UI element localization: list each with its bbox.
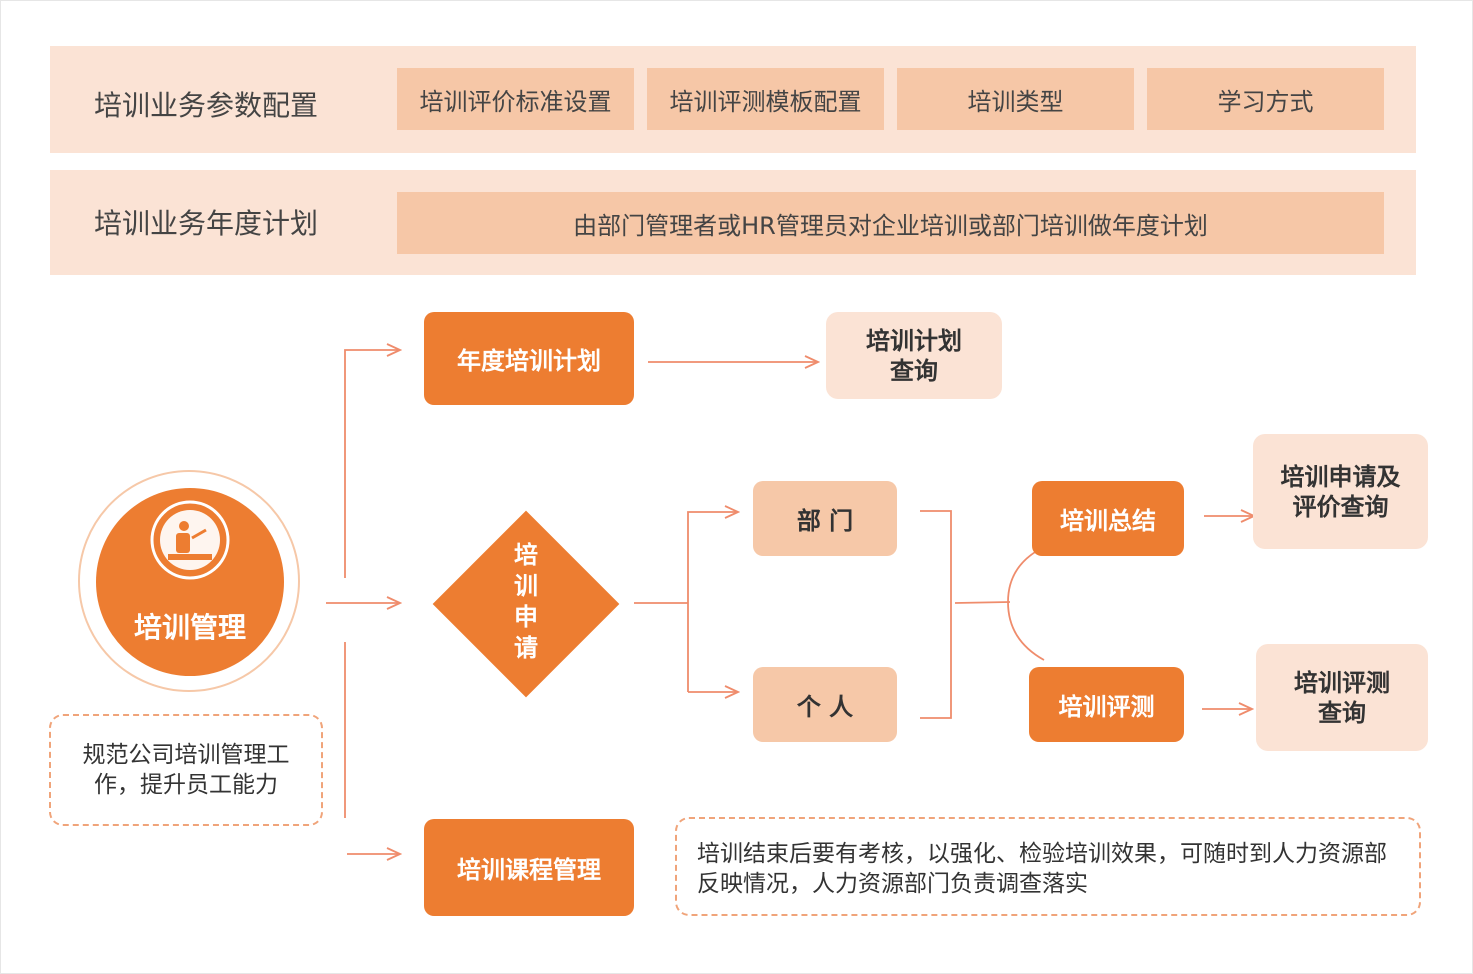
chip-learning-method: 学习方式	[1147, 68, 1384, 130]
center-label: 培训管理	[133, 611, 246, 644]
presenter-icon	[150, 500, 230, 580]
summary-box: 培训总结	[1032, 481, 1184, 556]
annual-plan-query-box: 培训计划 查询	[826, 312, 1002, 399]
application-query-box: 培训申请及 评价查询	[1253, 434, 1428, 549]
center-circle: 培训管理	[96, 488, 284, 676]
evaluation-box: 培训评测	[1029, 667, 1184, 742]
course-note-text: 培训结束后要有考核，以强化、检验培训效果，可随时到人力资源部反映情况，人力资源部…	[697, 841, 1387, 897]
annual-plan-box: 年度培训计划	[424, 312, 634, 405]
chip-evaluation-standard: 培训评价标准设置	[397, 68, 634, 130]
plan-description: 由部门管理者或HR管理员对企业培训或部门培训做年度计划	[397, 192, 1384, 254]
config-band-title: 培训业务参数配置	[94, 89, 319, 122]
department-box: 部 门	[753, 481, 897, 556]
chip-training-type: 培训类型	[897, 68, 1134, 130]
center-outer-ring	[78, 470, 300, 692]
center-note: 规范公司培训管理工作，提升员工能力	[49, 714, 323, 826]
application-label: 培 训 申 请	[514, 541, 538, 662]
plan-band-title: 培训业务年度计划	[94, 207, 319, 240]
evaluation-query-box: 培训评测 查询	[1256, 644, 1428, 751]
chip-assessment-template: 培训评测模板配置	[647, 68, 884, 130]
course-management-box: 培训课程管理	[424, 819, 634, 916]
course-note: 培训结束后要有考核，以强化、检验培训效果，可随时到人力资源部反映情况，人力资源部…	[675, 817, 1421, 916]
individual-box: 个 人	[753, 667, 897, 742]
center-note-text: 规范公司培训管理工作，提升员工能力	[82, 742, 290, 798]
